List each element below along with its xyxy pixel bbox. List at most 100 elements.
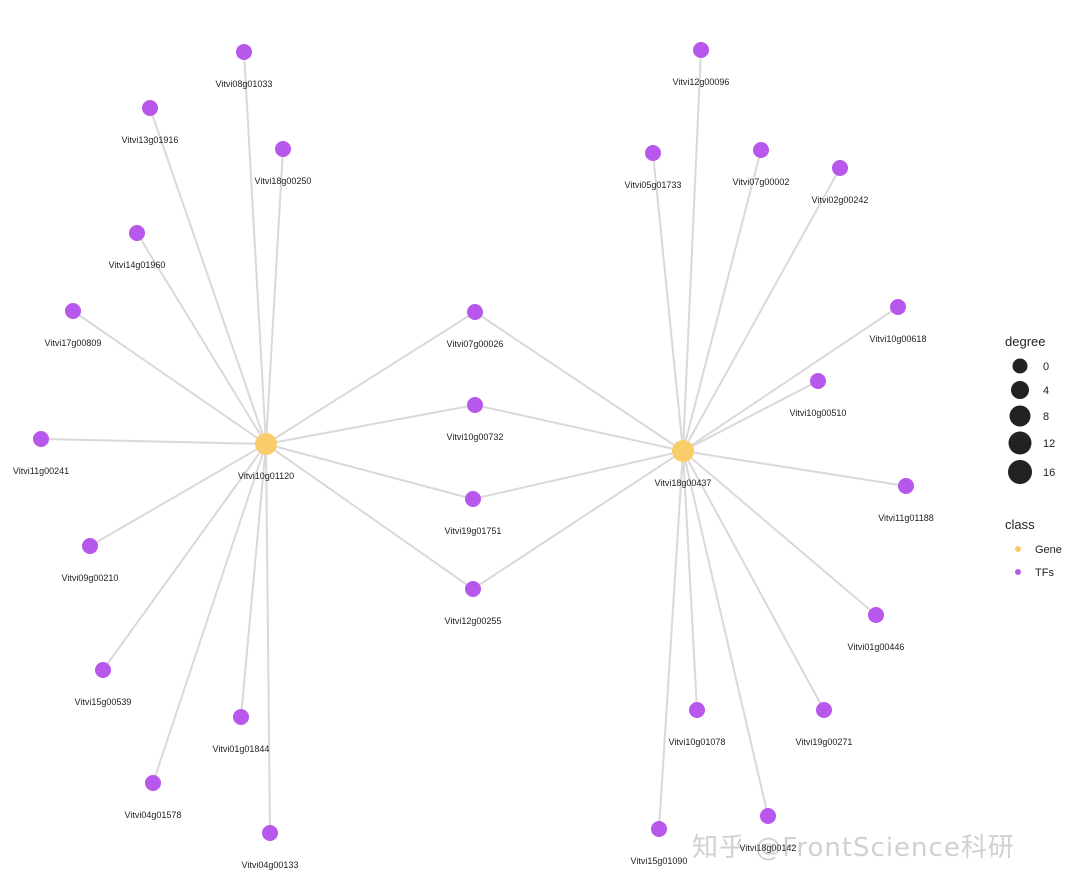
edge-Vitvi08g01033-Vitvi10g01120 (243, 51, 267, 445)
edge-Vitvi18g00142-Vitvi18g00437 (682, 450, 769, 817)
tf-node-Vitvi01g01844[interactable] (233, 709, 249, 725)
tf-label-Vitvi19g01751: Vitvi19g01751 (445, 526, 502, 536)
edge-Vitvi07g00002-Vitvi18g00437 (682, 149, 762, 452)
tf-node-Vitvi15g01090[interactable] (651, 821, 667, 837)
edge-Vitvi01g01844-Vitvi10g01120 (240, 443, 267, 718)
legend-degree-label-4: 4 (1043, 385, 1049, 397)
tf-label-Vitvi07g00002: Vitvi07g00002 (733, 177, 790, 187)
tf-label-Vitvi19g00271: Vitvi19g00271 (796, 737, 853, 747)
edge-Vitvi10g00510-Vitvi18g00437 (682, 380, 819, 452)
edge-Vitvi19g01751-Vitvi18g00437 (472, 450, 684, 500)
edge-Vitvi11g01188-Vitvi18g00437 (682, 450, 907, 487)
edge-Vitvi12g00255-Vitvi18g00437 (472, 450, 684, 590)
edge-Vitvi10g01078-Vitvi18g00437 (682, 450, 698, 711)
legend-degree-label-0: 0 (1043, 361, 1049, 373)
tf-node-Vitvi09g00210[interactable] (82, 538, 98, 554)
edge-Vitvi02g00242-Vitvi18g00437 (682, 167, 841, 452)
edge-Vitvi10g00732-Vitvi10g01120 (265, 404, 476, 445)
tf-label-Vitvi18g00250: Vitvi18g00250 (255, 176, 312, 186)
tf-label-Vitvi01g00446: Vitvi01g00446 (848, 642, 905, 652)
watermark: 知乎 @FrontScience科研 (692, 833, 1015, 863)
gene-label-Vitvi10g01120: Vitvi10g01120 (238, 471, 294, 481)
edge-Vitvi04g01578-Vitvi10g01120 (152, 443, 267, 784)
tf-label-Vitvi18g00142: Vitvi18g00142 (740, 843, 797, 853)
tf-label-Vitvi10g00618: Vitvi10g00618 (870, 334, 927, 344)
legend-degree-title: degree (1005, 334, 1045, 349)
legend-class-title: class (1005, 517, 1035, 532)
legend-degree-label-12: 12 (1043, 438, 1055, 450)
tf-node-Vitvi10g00618[interactable] (890, 299, 906, 315)
tf-label-Vitvi05g01733: Vitvi05g01733 (625, 180, 682, 190)
legend-class-dot-tf (1015, 569, 1021, 575)
edge-Vitvi15g00539-Vitvi10g01120 (102, 443, 267, 671)
tf-label-Vitvi17g00809: Vitvi17g00809 (45, 338, 102, 348)
tf-label-Vitvi04g00133: Vitvi04g00133 (242, 860, 299, 870)
legend-class-label-tf: TFs (1035, 567, 1054, 579)
tf-node-Vitvi18g00142[interactable] (760, 808, 776, 824)
tf-node-Vitvi11g00241[interactable] (33, 431, 49, 447)
edge-Vitvi13g01916-Vitvi10g01120 (149, 107, 267, 445)
edge-Vitvi05g01733-Vitvi18g00437 (652, 152, 684, 452)
tf-node-Vitvi15g00539[interactable] (95, 662, 111, 678)
tf-node-Vitvi12g00255[interactable] (465, 581, 481, 597)
edge-Vitvi10g00618-Vitvi18g00437 (682, 306, 899, 452)
gene-node-Vitvi18g00437[interactable] (672, 440, 694, 462)
tf-node-Vitvi10g01078[interactable] (689, 702, 705, 718)
tf-node-Vitvi19g00271[interactable] (816, 702, 832, 718)
nodes-layer: Vitvi08g01033Vitvi13g01916Vitvi18g00250V… (13, 42, 934, 870)
tf-node-Vitvi17g00809[interactable] (65, 303, 81, 319)
legend-degree-dot-8 (1009, 405, 1031, 427)
tf-node-Vitvi10g00732[interactable] (467, 397, 483, 413)
tf-label-Vitvi08g01033: Vitvi08g01033 (216, 79, 273, 89)
tf-node-Vitvi10g00510[interactable] (810, 373, 826, 389)
edge-Vitvi01g00446-Vitvi18g00437 (682, 450, 877, 616)
tf-node-Vitvi05g01733[interactable] (645, 145, 661, 161)
legend-degree-dot-4 (1011, 381, 1029, 399)
tf-node-Vitvi19g01751[interactable] (465, 491, 481, 507)
tf-node-Vitvi14g01960[interactable] (129, 225, 145, 241)
edge-Vitvi11g00241-Vitvi10g01120 (40, 438, 267, 445)
tf-label-Vitvi13g01916: Vitvi13g01916 (122, 135, 179, 145)
tf-label-Vitvi14g01960: Vitvi14g01960 (109, 260, 166, 270)
edges-layer (40, 49, 907, 834)
tf-node-Vitvi13g01916[interactable] (142, 100, 158, 116)
edge-Vitvi19g00271-Vitvi18g00437 (682, 450, 825, 711)
tf-node-Vitvi04g00133[interactable] (262, 825, 278, 841)
tf-label-Vitvi12g00255: Vitvi12g00255 (445, 616, 502, 626)
edge-Vitvi07g00026-Vitvi18g00437 (474, 311, 684, 452)
tf-node-Vitvi07g00002[interactable] (753, 142, 769, 158)
tf-node-Vitvi02g00242[interactable] (832, 160, 848, 176)
tf-label-Vitvi15g01090: Vitvi15g01090 (631, 856, 688, 866)
tf-node-Vitvi07g00026[interactable] (467, 304, 483, 320)
tf-label-Vitvi04g01578: Vitvi04g01578 (125, 810, 182, 820)
legend-degree-label-8: 8 (1043, 411, 1049, 423)
tf-label-Vitvi09g00210: Vitvi09g00210 (62, 573, 119, 583)
edge-Vitvi12g00096-Vitvi18g00437 (682, 49, 702, 452)
tf-label-Vitvi02g00242: Vitvi02g00242 (812, 195, 869, 205)
tf-node-Vitvi11g01188[interactable] (898, 478, 914, 494)
edge-Vitvi12g00255-Vitvi10g01120 (265, 443, 474, 590)
legend-degree-dot-0 (1012, 358, 1028, 374)
edge-Vitvi19g01751-Vitvi10g01120 (265, 443, 474, 500)
tf-label-Vitvi01g01844: Vitvi01g01844 (213, 744, 270, 754)
edge-Vitvi17g00809-Vitvi10g01120 (72, 310, 267, 445)
tf-node-Vitvi08g01033[interactable] (236, 44, 252, 60)
edge-Vitvi10g00732-Vitvi18g00437 (474, 404, 684, 452)
tf-node-Vitvi18g00250[interactable] (275, 141, 291, 157)
tf-node-Vitvi04g01578[interactable] (145, 775, 161, 791)
tf-label-Vitvi10g00510: Vitvi10g00510 (790, 408, 847, 418)
edge-Vitvi18g00250-Vitvi10g01120 (265, 148, 284, 445)
edge-Vitvi07g00026-Vitvi10g01120 (265, 311, 476, 445)
edge-Vitvi04g00133-Vitvi10g01120 (265, 443, 271, 834)
tf-label-Vitvi11g00241: Vitvi11g00241 (13, 466, 69, 476)
legend-degree-label-16: 16 (1043, 467, 1055, 479)
edge-Vitvi09g00210-Vitvi10g01120 (89, 443, 267, 547)
tf-label-Vitvi12g00096: Vitvi12g00096 (673, 77, 730, 87)
legend-degree-dot-12 (1008, 431, 1032, 455)
tf-label-Vitvi11g01188: Vitvi11g01188 (878, 513, 934, 523)
legend: degree 0 4 8 12 16 class Gene TFs (1005, 334, 1062, 579)
gene-node-Vitvi10g01120[interactable] (255, 433, 277, 455)
tf-node-Vitvi01g00446[interactable] (868, 607, 884, 623)
tf-node-Vitvi12g00096[interactable] (693, 42, 709, 58)
legend-class-label-gene: Gene (1035, 544, 1062, 556)
